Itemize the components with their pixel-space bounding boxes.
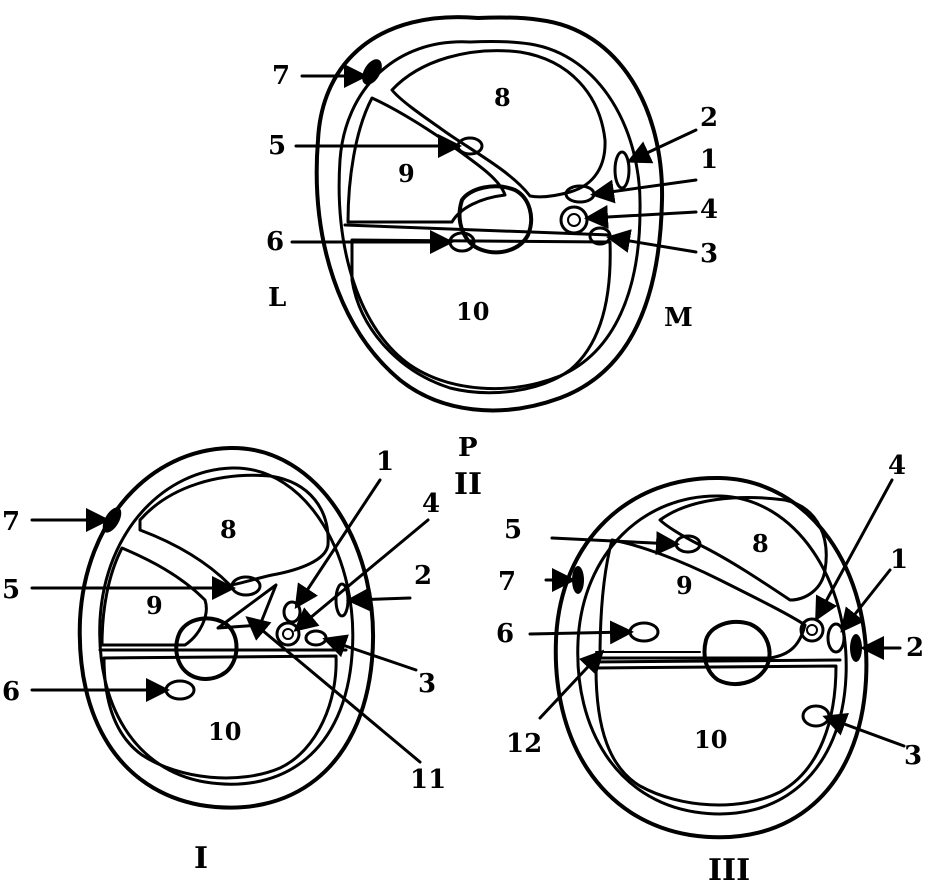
bone [457,184,534,255]
fascia-outline [337,39,642,390]
label-10: 10 [456,297,489,326]
label-9: 9 [398,159,415,188]
leader-3 [322,634,418,672]
label-4: 4 [888,451,906,481]
leader-1 [294,478,382,610]
label-8: 8 [220,515,237,544]
structure-5 [230,575,262,597]
skin-outline [553,475,869,840]
label-7: 7 [2,507,20,537]
structure-6 [628,621,660,643]
leader-3 [822,712,906,748]
leader-12 [538,649,605,720]
bone [174,616,239,681]
fascia-outline [98,466,355,786]
label-2: 2 [414,561,432,591]
muscle-11 [216,583,278,630]
structure-1 [826,622,846,654]
structure-7 [572,566,584,594]
muscle-10 [102,654,338,780]
structure-3 [304,629,328,647]
structure-4-inner [282,628,294,640]
leader-5 [550,531,680,556]
label-10: 10 [208,717,241,746]
structure-6 [164,679,196,701]
label-4: 4 [422,489,440,519]
panel-bottom-left: 7 5 6 8 9 10 1 4 2 3 11 I [2,445,446,876]
fascia-outline [576,494,848,816]
leader-4 [293,518,430,632]
muscle-10 [350,238,612,395]
skin-outline [77,445,376,810]
structure-3 [801,704,831,728]
caption-panel-top: II [454,467,482,502]
label-9: 9 [676,571,693,600]
label-6: 6 [2,677,20,707]
orientation-posterior: P [458,433,478,463]
label-5: 5 [2,575,20,605]
leader-4 [815,478,894,622]
label-7: 7 [272,61,290,91]
structure-4-inner [806,624,818,636]
structure-4 [799,617,825,643]
caption-panel-bottom-right: III [708,853,750,885]
label-9: 9 [146,591,163,620]
structure-2 [850,634,862,662]
bone [702,620,772,686]
leader-2 [626,128,698,164]
leader-4 [584,205,698,229]
leader-3 [606,229,698,254]
label-2: 2 [700,103,718,133]
leader-6 [528,620,634,645]
structure-5 [456,136,484,156]
intermuscular-septum [343,223,612,237]
structure-4 [559,205,589,235]
structure-4-inner [567,213,581,227]
structure-4 [275,621,301,647]
leader-1 [590,178,698,204]
muscle-8 [390,49,607,199]
label-12: 12 [506,729,542,759]
label-7: 7 [498,567,516,597]
label-1: 1 [890,545,908,575]
caption-panel-bottom-left: I [194,841,208,876]
skin-outline [314,15,665,413]
label-1: 1 [700,145,718,175]
leader-11 [245,616,422,764]
label-1: 1 [376,447,394,477]
label-8: 8 [752,529,769,558]
label-10: 10 [694,725,727,754]
structure-2 [613,150,631,190]
label-3: 3 [418,669,436,699]
intermuscular-septum [588,658,842,664]
label-11: 11 [410,765,446,795]
label-2: 2 [906,633,924,663]
panel-bottom-right: 5 7 6 12 8 9 10 4 1 2 3 III [496,451,924,885]
label-6: 6 [496,619,514,649]
orientation-medial: M [664,303,693,333]
muscle-8 [138,473,330,587]
panel-top: 7 5 6 8 9 10 2 1 4 3 L M P II [266,15,718,502]
muscle-9 [346,96,507,224]
muscle-9 [598,538,807,660]
label-3: 3 [700,239,718,269]
label-3: 3 [904,741,922,771]
label-6: 6 [266,227,284,257]
leader-2 [346,587,412,612]
label-5: 5 [268,131,286,161]
orientation-lateral: L [268,283,286,313]
leader-1 [840,568,892,633]
label-5: 5 [504,515,522,545]
label-4: 4 [700,195,718,225]
label-8: 8 [494,83,511,112]
